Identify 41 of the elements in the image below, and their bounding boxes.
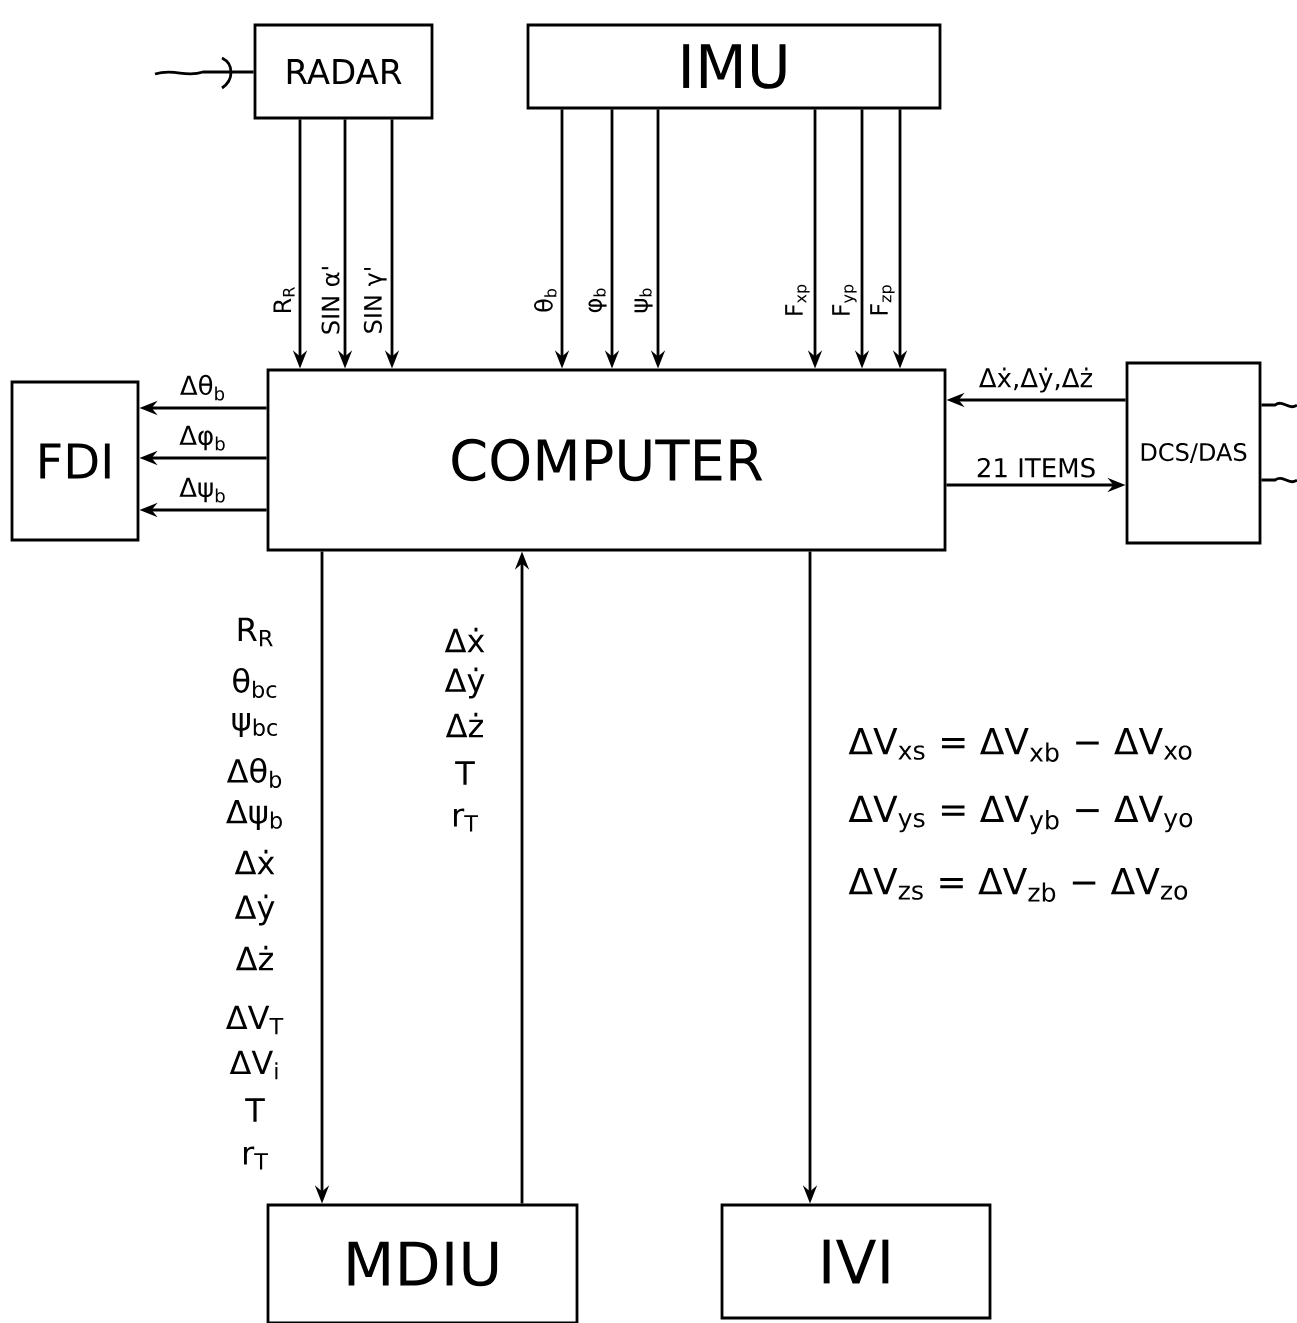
edge-label: Δφ$_{b}$ — [179, 425, 225, 451]
edge-label: F$_{yp}$ — [832, 284, 857, 315]
signal-label: T — [455, 761, 475, 785]
signal-label: ΔV$_{i}$ — [229, 1050, 278, 1080]
edge-label: φ$_{b}$ — [588, 288, 607, 313]
edge-label: R$_{R}$ — [273, 287, 295, 313]
equation: ΔV$_{zs}$ = ΔV$_{zb}$ − ΔV$_{zo}$ — [848, 868, 1188, 902]
edge-label: Δθ$_{b}$ — [180, 374, 225, 401]
edge-label: SIN α' — [321, 267, 340, 334]
signal-label: Δż — [445, 712, 483, 738]
edge-label: 21 ITEMS — [977, 457, 1095, 478]
dcs-das-box: DCS/DAS — [1125, 361, 1262, 545]
edge-label: Δψ$_{b}$ — [179, 477, 225, 503]
signal-label: R$_{R}$ — [238, 617, 273, 647]
signal-label: Δẋ — [444, 627, 485, 653]
signal-label: ψ$_{bc}$ — [232, 712, 277, 738]
fdi-box: FDI — [10, 380, 140, 542]
signal-label: Δẋ — [234, 849, 275, 875]
computer-box: COMPUTER — [266, 368, 947, 552]
equation: ΔV$_{ys}$ = ΔV$_{yb}$ − ΔV$_{yo}$ — [848, 795, 1193, 835]
edge-label: θ$_{b}$ — [534, 288, 557, 312]
edge-label: Δẋ,Δẏ,Δż — [979, 367, 1093, 393]
signal-label: ΔV$_{T}$ — [226, 1005, 284, 1035]
signal-label: r$_{T}$ — [454, 808, 478, 832]
equation: ΔV$_{xs}$ = ΔV$_{xb}$ − ΔV$_{xo}$ — [848, 728, 1192, 762]
signal-label: Δẏ — [444, 667, 485, 699]
edge-label: SIN γ' — [363, 267, 387, 333]
edge-label: F$_{xp}$ — [785, 284, 810, 315]
signal-label: Δẏ — [234, 894, 275, 926]
signal-label: θ$_{bc}$ — [233, 668, 277, 699]
signal-label: Δθ$_{b}$ — [226, 758, 282, 789]
radar-box: RADAR — [253, 23, 434, 120]
ivi-box: IVI — [720, 1203, 992, 1320]
signal-label: r$_{T}$ — [244, 1146, 268, 1170]
imu-box: IMU — [526, 23, 942, 110]
edge-label: ψ$_{b}$ — [634, 288, 653, 313]
signal-label: Δψ$_{b}$ — [226, 800, 282, 830]
edge-label: F$_{zp}$ — [870, 285, 895, 315]
mdiu-box: MDIU — [266, 1203, 579, 1323]
signal-label: Δż — [235, 945, 273, 971]
signal-label: T — [245, 1098, 265, 1122]
